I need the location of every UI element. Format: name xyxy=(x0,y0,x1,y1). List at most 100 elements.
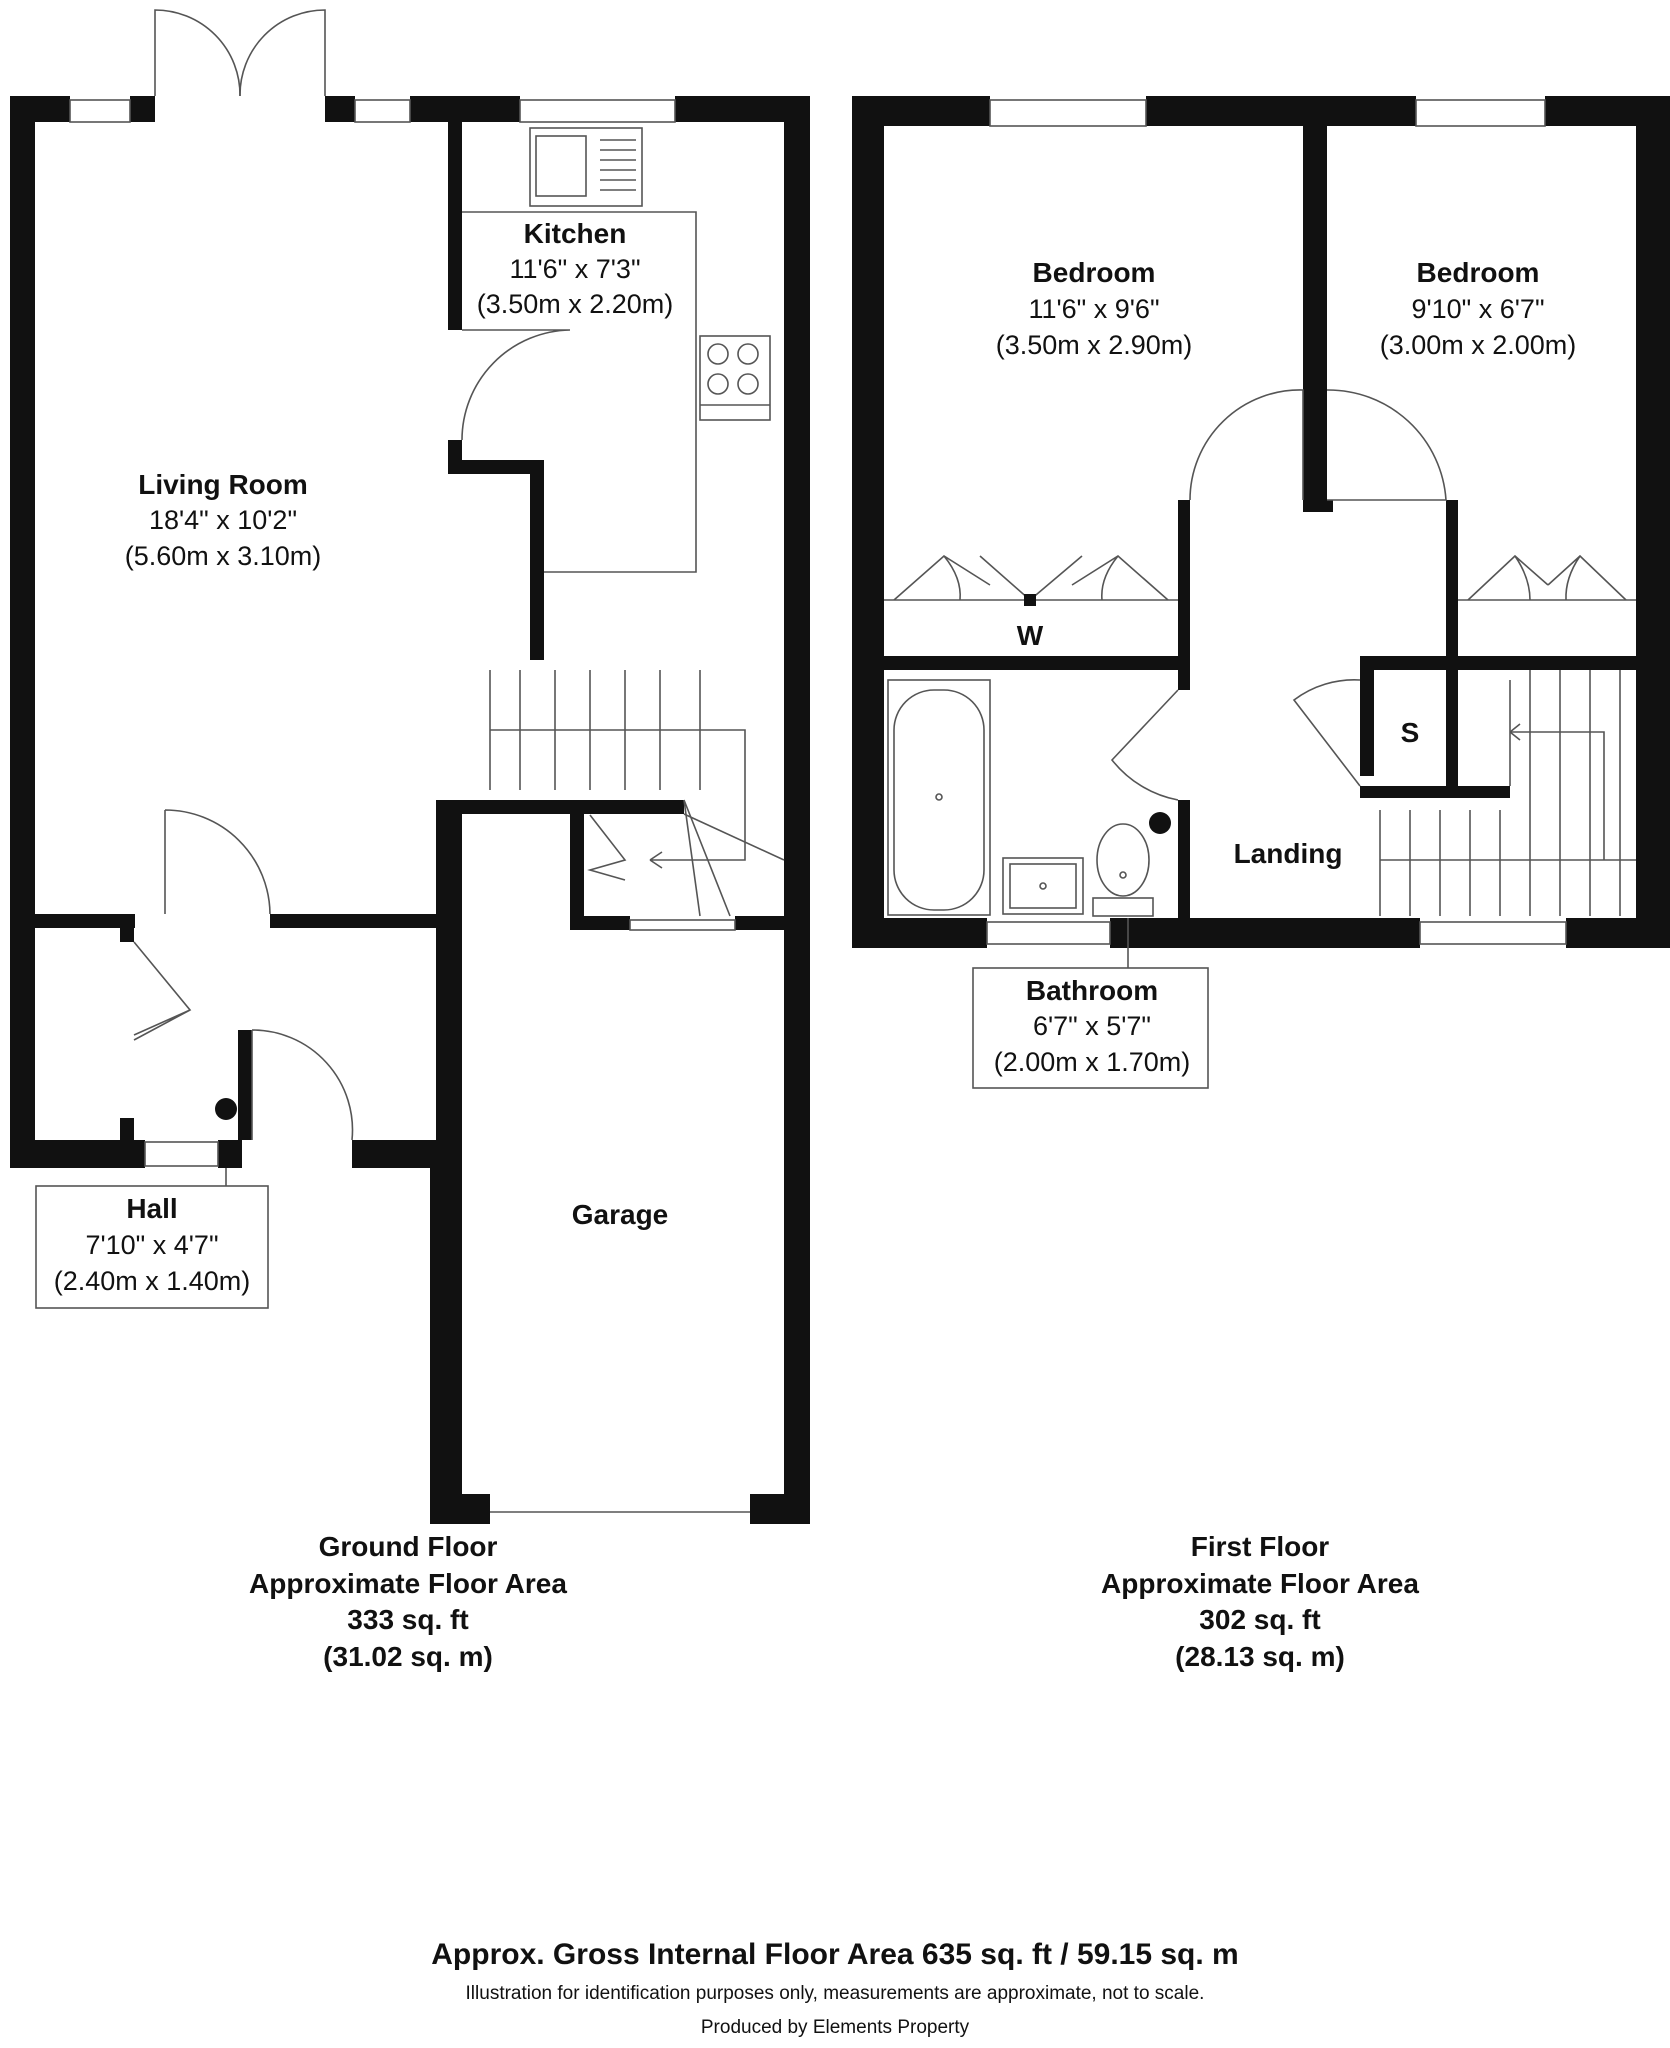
bathroom-window xyxy=(986,921,1111,945)
living-room-imperial: 18'4" x 10'2" xyxy=(149,505,297,535)
landing-wall-east xyxy=(1446,500,1458,660)
hall-wall-south-right xyxy=(218,1140,242,1168)
hall-label-box xyxy=(35,1185,269,1309)
hall-door xyxy=(164,809,271,915)
kitchen-door xyxy=(461,329,571,441)
first-floor-sqm: (28.13 sq. m) xyxy=(1175,1641,1345,1672)
kitchen-wall-west xyxy=(448,122,462,330)
first-floor-caption: Approximate Floor Area xyxy=(1101,1568,1419,1599)
first-wall-west xyxy=(852,96,884,948)
bathroom-wall-east xyxy=(1178,800,1190,918)
bedroom1-name: Bedroom xyxy=(1033,257,1156,288)
hall-window xyxy=(144,1141,219,1167)
garage-name: Garage xyxy=(572,1199,669,1230)
kitchen-hob xyxy=(699,335,771,421)
ground-window-3 xyxy=(519,99,676,123)
garage-wall-south-left xyxy=(430,1494,490,1524)
bedroom2-door xyxy=(1326,389,1447,501)
living-wall-south xyxy=(10,914,135,928)
first-floor-plan xyxy=(852,96,1670,968)
ground-wall-east xyxy=(784,96,810,660)
disclaimer: Illustration for identification purposes… xyxy=(465,1983,1205,2004)
bathroom-door xyxy=(1110,689,1179,801)
ground-wall-north-right xyxy=(410,96,520,122)
bedroom-partition xyxy=(1303,126,1327,512)
first-wall-north-mid xyxy=(1146,96,1416,126)
first-wall-south-left xyxy=(852,918,987,948)
storage-wall-top xyxy=(1360,656,1460,670)
bathroom-label-box xyxy=(972,967,1209,1089)
ground-window-2 xyxy=(354,99,411,123)
ground-floor-sqft: 333 sq. ft xyxy=(347,1604,468,1635)
bathroom-radiator-dot xyxy=(1149,812,1171,834)
ground-wall-north-mid2 xyxy=(325,96,355,122)
bathroom-metric: (2.00m x 1.70m) xyxy=(994,1047,1191,1077)
stairs-wall-west xyxy=(436,800,462,1168)
ground-floor-name: Ground Floor xyxy=(319,1531,498,1562)
ground-wall-north-left xyxy=(10,96,70,122)
landing-window xyxy=(1419,921,1567,945)
ground-floor-plan xyxy=(10,9,810,1524)
producer-credit: Produced by Elements Property xyxy=(700,2017,970,2038)
hall-name: Hall xyxy=(126,1193,177,1224)
first-floor-name: First Floor xyxy=(1191,1531,1330,1562)
bedroom1-imperial: 11'6" x 9'6" xyxy=(1028,294,1159,324)
living-room-name: Living Room xyxy=(138,469,308,500)
bedroom1-metric: (3.50m x 2.90m) xyxy=(996,330,1193,360)
hall-closet-wall-b xyxy=(120,1118,134,1140)
bath xyxy=(887,679,991,916)
bedroom-partition-stub xyxy=(1303,500,1333,512)
first-wall-south-right xyxy=(1566,918,1670,948)
first-wall-east xyxy=(1636,96,1670,948)
hall-metric: (2.40m x 1.40m) xyxy=(54,1266,251,1296)
first-window-2 xyxy=(1415,99,1546,127)
garage-wall-east xyxy=(784,660,810,1524)
first-staircase xyxy=(1379,670,1636,916)
under-stairs-wall xyxy=(570,800,584,930)
bedroom1-wardrobe xyxy=(884,555,1178,606)
hall-closet-wall xyxy=(120,928,134,942)
landing-name: Landing xyxy=(1234,838,1343,869)
toilet xyxy=(1092,812,1171,917)
ground-floor-caption: Approximate Floor Area xyxy=(249,1568,567,1599)
ground-floor-sqm: (31.02 sq. m) xyxy=(323,1641,493,1672)
hall-radiator-dot xyxy=(215,1098,237,1120)
bedroom2-imperial: 9'10" x 6'7" xyxy=(1411,294,1544,324)
kitchen-imperial: 11'6" x 7'3" xyxy=(509,254,640,284)
garage-wall-west xyxy=(430,1148,462,1524)
bedroom2-name: Bedroom xyxy=(1417,257,1540,288)
under-stairs-wall-south xyxy=(570,916,630,930)
kitchen-sink xyxy=(529,127,643,207)
under-stairs-window xyxy=(629,919,736,931)
hall-cupboard-doors xyxy=(133,941,192,1041)
hall-wall-south-far xyxy=(352,1140,462,1168)
basin xyxy=(1002,857,1084,915)
landing-wall-west xyxy=(1178,500,1190,690)
bathroom-name: Bathroom xyxy=(1026,975,1158,1006)
kitchen-wall-south-left xyxy=(530,460,544,660)
hall-partition xyxy=(238,1030,252,1140)
living-room-metric: (5.60m x 3.10m) xyxy=(125,541,322,571)
hall-imperial: 7'10" x 4'7" xyxy=(85,1230,218,1260)
bedroom2-wall-south xyxy=(1446,656,1636,670)
bedroom2-metric: (3.00m x 2.00m) xyxy=(1380,330,1577,360)
wardrobe-label: W xyxy=(1017,620,1044,651)
living-wall-south-right xyxy=(270,914,450,928)
bedroom1-door xyxy=(1189,389,1304,501)
front-door xyxy=(251,1029,354,1141)
garage-wall-south-right xyxy=(750,1494,810,1524)
stairs-wall-top xyxy=(436,800,684,814)
kitchen-name: Kitchen xyxy=(524,218,627,249)
ground-window-1 xyxy=(69,99,131,123)
kitchen-metric: (3.50m x 2.20m) xyxy=(477,289,674,319)
storage-wall-bottom xyxy=(1360,786,1510,798)
storage-label: S xyxy=(1401,717,1420,748)
bedroom2-wardrobe xyxy=(1458,554,1636,601)
storage-door xyxy=(1292,679,1361,787)
kitchen-worktop xyxy=(462,211,697,573)
kitchen-wall-stub xyxy=(448,460,544,474)
first-wall-south-mid xyxy=(1110,918,1420,948)
first-floor-sqft: 302 sq. ft xyxy=(1199,1604,1320,1635)
total-floor-area: Approx. Gross Internal Floor Area 635 sq… xyxy=(431,1938,1239,1971)
